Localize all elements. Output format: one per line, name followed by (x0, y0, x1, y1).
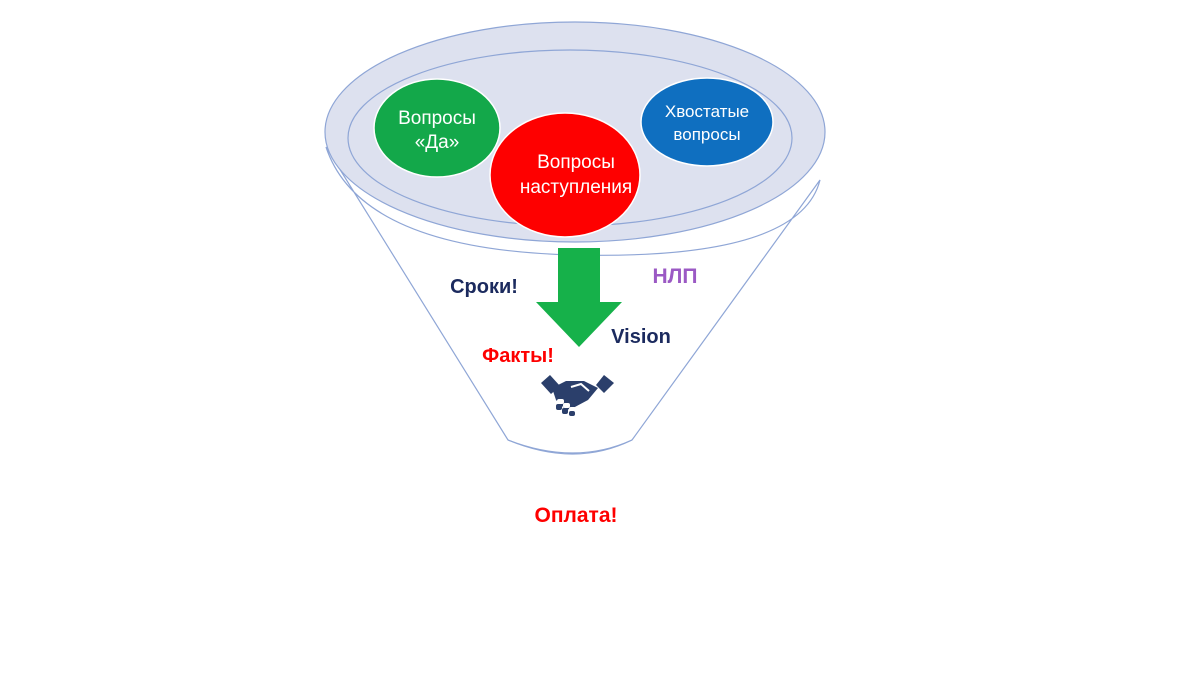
funnel-bottom-rim (507, 439, 633, 455)
bubble-tail-line2: вопросы (673, 125, 740, 144)
label-payment: Оплата! (535, 504, 618, 527)
label-deadlines: Сроки! (450, 276, 518, 298)
label-vision: Vision (611, 326, 671, 348)
bubble-tail-questions (640, 77, 774, 167)
bubble-attack-line2: наступления (520, 177, 632, 198)
bubble-yes-line1: Вопросы (398, 108, 476, 129)
bubble-yes-line2: «Да» (415, 132, 460, 153)
label-facts: Факты! (482, 345, 554, 367)
handshake-icon (541, 375, 614, 416)
bubble-attack-questions (489, 112, 641, 238)
down-arrow-icon (536, 248, 622, 347)
label-nlp: НЛП (653, 265, 698, 288)
bubble-tail-line1: Хвостатые (665, 102, 749, 121)
bubble-attack-line1: Вопросы (537, 152, 615, 173)
bubble-yes-questions (373, 78, 501, 178)
